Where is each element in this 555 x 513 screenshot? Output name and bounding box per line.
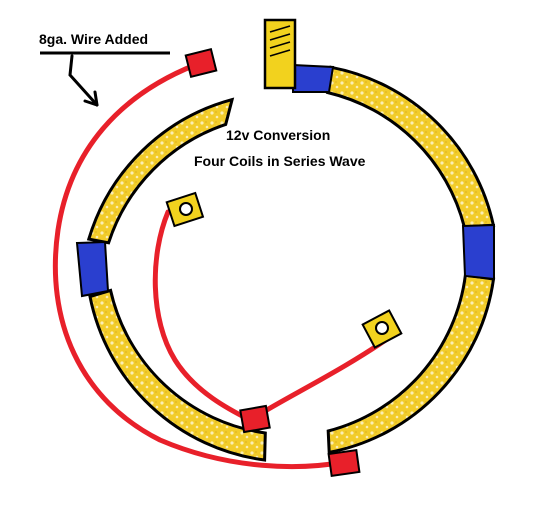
pole-block-right [461, 223, 495, 281]
wire-8ga [52, 47, 361, 477]
pole-block-left [75, 240, 110, 298]
coil-lower-right [326, 273, 496, 455]
coil-upper-left [86, 97, 235, 245]
arrow-icon [68, 54, 99, 107]
terminal-small-right [361, 309, 403, 349]
title-line-1: 12v Conversion [226, 127, 330, 143]
coil-right [325, 65, 496, 229]
pole-block-top [292, 63, 335, 93]
wire-inner [152, 209, 396, 434]
connector-top-left [184, 47, 218, 79]
coil-ring [86, 65, 496, 462]
wire-label: 8ga. Wire Added [39, 31, 148, 47]
coil-lower-left [88, 288, 267, 462]
connector-bottom [327, 449, 361, 477]
terminal-icon [263, 18, 297, 90]
title-line-2: Four Coils in Series Wave [194, 153, 366, 169]
terminal-small-left [165, 191, 205, 228]
connector-inner [239, 404, 271, 434]
